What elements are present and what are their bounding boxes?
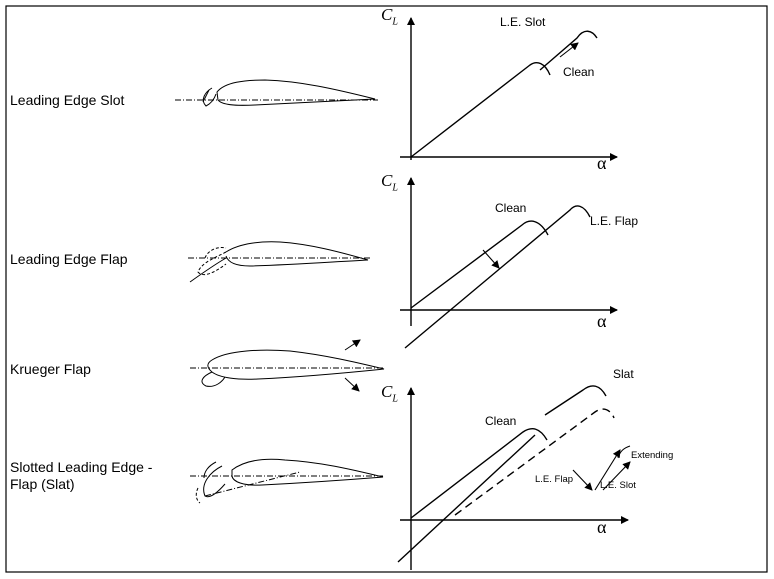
graph-2-flap-label: L.E. Flap — [590, 214, 639, 228]
airfoil-le-flap — [188, 241, 370, 283]
graph-3-y-label: CL — [381, 382, 398, 405]
graph-1-clean-label: Clean — [563, 65, 595, 79]
graph-1-slot-curve — [539, 30, 598, 71]
graph-3-flap-legend-label: L.E. Flap — [535, 474, 574, 485]
label-slotted-leading-edge-flap: Slotted Leading Edge - Flap (Slat) — [10, 459, 153, 492]
graph-3-flap-line — [397, 434, 536, 563]
label-leading-edge-flap: Leading Edge Flap — [10, 251, 128, 267]
graph-3-slat-curve — [544, 385, 607, 416]
graph-3-clean-curve — [410, 428, 548, 519]
graph-3 — [397, 385, 631, 570]
graph-3-legend-arrow-slot — [602, 461, 631, 491]
graph-2-shift-arrow — [482, 249, 500, 269]
graph-2-x-label: α — [597, 311, 607, 331]
airfoil-krueger — [190, 339, 385, 392]
graph-2-clean-label: Clean — [495, 201, 527, 215]
graph-2 — [400, 177, 618, 349]
graph-1-y-label: CL — [381, 5, 398, 28]
graph-1-shift-arrow — [559, 42, 579, 58]
graph-3-dashed-curve — [454, 408, 615, 516]
graph-3-extending-label: Extending — [631, 450, 674, 461]
label-leading-edge-slot: Leading Edge Slot — [10, 92, 125, 108]
graph-3-extending-arc — [617, 445, 631, 459]
graph-3-legend-arrow-pointer — [572, 469, 593, 491]
figure-border — [5, 5, 768, 573]
label-krueger-flap: Krueger Flap — [10, 361, 91, 377]
airfoil-slat — [190, 458, 385, 504]
graph-3-x-label: α — [597, 517, 607, 537]
graph-1 — [400, 17, 618, 161]
graph-2-y-label: CL — [381, 171, 398, 194]
graph-2-flap-curve — [404, 205, 591, 349]
graph-3-legend-arrow-flap — [594, 449, 621, 491]
graph-2-clean-curve — [410, 220, 549, 309]
graph-1-slot-label: L.E. Slot — [500, 15, 546, 29]
graph-3-clean-label: Clean — [485, 414, 517, 428]
graph-1-x-label: α — [597, 153, 607, 173]
graph-3-slot-legend-label: L.E. Slot — [600, 480, 636, 491]
graph-3-slat-label: Slat — [613, 367, 634, 381]
airfoil-slot — [175, 79, 378, 107]
graph-1-clean-curve — [410, 62, 551, 158]
